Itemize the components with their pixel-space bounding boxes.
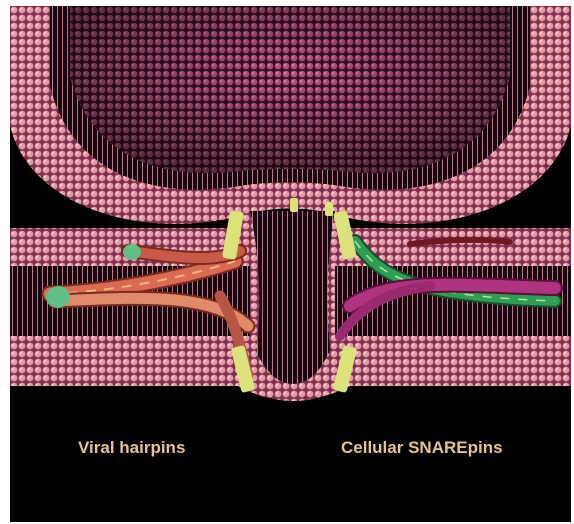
snarepins-label: Cellular SNAREpins bbox=[341, 438, 503, 458]
vesicle-membrane bbox=[10, 6, 571, 224]
viral-cap-icon bbox=[123, 244, 141, 260]
viral-hairpins-label: Viral hairpins bbox=[78, 438, 185, 458]
membrane-fusion-illustration: Viral hairpins Cellular SNAREpins bbox=[10, 6, 571, 522]
viral-cap-icon bbox=[46, 286, 70, 308]
